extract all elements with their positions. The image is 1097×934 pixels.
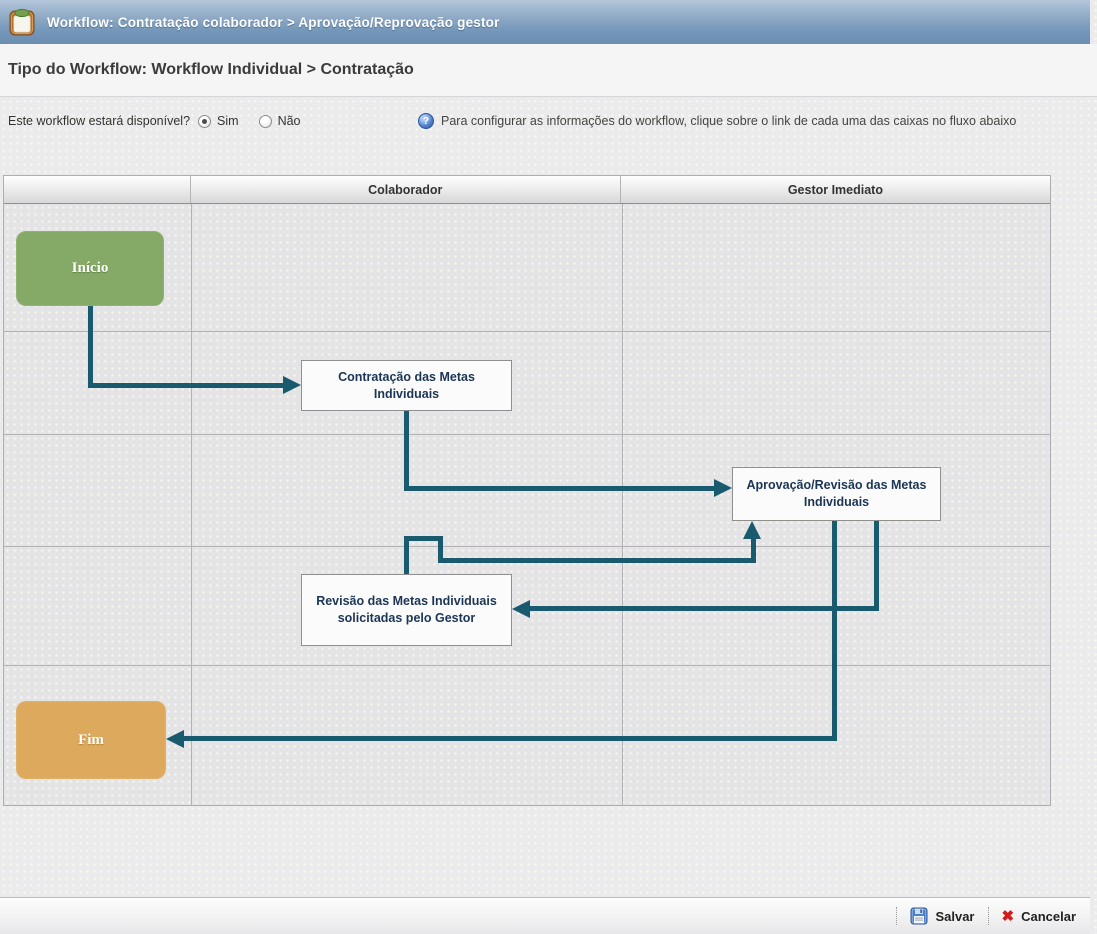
arrowhead-up xyxy=(743,521,761,539)
toolbar-separator xyxy=(896,907,898,925)
grid-row-line xyxy=(4,434,1050,435)
arrowhead-right xyxy=(283,376,301,394)
line-segment xyxy=(404,536,443,541)
help-icon: ? xyxy=(418,113,434,129)
line-segment xyxy=(438,558,756,563)
page-title: Workflow: Contratação colaborador > Apro… xyxy=(47,14,500,30)
grid-col-line xyxy=(622,204,623,805)
availability-question: Este workflow estará disponível? xyxy=(8,114,191,128)
toolbar-separator xyxy=(987,907,989,925)
availability-radio-group: Sim Não xyxy=(198,114,314,128)
grid-row-line xyxy=(4,665,1050,666)
node-revisao[interactable]: Revisão das Metas Individuais solicitada… xyxy=(301,574,512,646)
arrowhead-right xyxy=(714,479,732,497)
line-segment xyxy=(404,486,714,491)
help-block: ? Para configurar as informações do work… xyxy=(418,113,1016,129)
save-button[interactable]: Salvar xyxy=(910,907,975,925)
lane-header-gestor: Gestor Imediato xyxy=(620,176,1050,203)
grid-row-line xyxy=(4,331,1050,332)
node-aprovacao[interactable]: Aprovação/Revisão das Metas Individuais xyxy=(732,467,941,521)
arrowhead-left xyxy=(166,730,184,748)
cancel-x-icon: ✖ xyxy=(1001,907,1015,925)
save-label[interactable]: Salvar xyxy=(935,908,975,924)
line-segment xyxy=(88,306,93,388)
cancel-label[interactable]: Cancelar xyxy=(1021,908,1076,924)
node-fim: Fim xyxy=(16,701,166,779)
line-segment xyxy=(832,521,837,741)
options-row: Este workflow estará disponível? Sim Não… xyxy=(0,97,1097,145)
radio-yes[interactable] xyxy=(198,114,212,128)
workflow-grid: Colaborador Gestor Imediato xyxy=(3,175,1051,806)
radio-yes-label[interactable]: Sim xyxy=(217,114,239,128)
cancel-button[interactable]: ✖ Cancelar xyxy=(1002,909,1077,924)
node-contratacao-label[interactable]: Contratação das Metas Individuais xyxy=(338,369,475,401)
workflow-type-bar: Tipo do Workflow: Workflow Individual > … xyxy=(0,44,1097,97)
line-segment xyxy=(874,521,879,611)
node-contratacao[interactable]: Contratação das Metas Individuais xyxy=(301,360,512,411)
node-inicio: Início xyxy=(16,231,164,306)
node-fim-label: Fim xyxy=(78,731,104,748)
help-text: Para configurar as informações do workfl… xyxy=(441,114,1017,128)
bottom-toolbar: Salvar ✖ Cancelar xyxy=(0,897,1090,934)
lane-header-colaborador: Colaborador xyxy=(190,176,621,203)
node-revisao-label[interactable]: Revisão das Metas Individuais solicitada… xyxy=(316,594,497,625)
node-aprovacao-label[interactable]: Aprovação/Revisão das Metas Individuais xyxy=(746,478,927,509)
line-segment xyxy=(88,383,283,388)
radio-no[interactable] xyxy=(258,114,272,128)
clipboard-icon xyxy=(7,7,37,38)
arrowhead-left xyxy=(512,600,530,618)
radio-no-label[interactable]: Não xyxy=(277,114,301,128)
page-header: Workflow: Contratação colaborador > Apro… xyxy=(0,0,1090,44)
grid-row-line xyxy=(4,546,1050,547)
line-segment xyxy=(751,537,756,563)
workflow-type-title: Tipo do Workflow: Workflow Individual > … xyxy=(8,61,414,78)
line-segment xyxy=(438,536,443,563)
node-inicio-label: Início xyxy=(71,260,109,276)
swimlane-header: Colaborador Gestor Imediato xyxy=(4,176,1050,204)
line-segment xyxy=(404,536,409,574)
save-icon xyxy=(910,907,928,925)
line-segment xyxy=(404,411,409,491)
line-segment xyxy=(184,736,837,741)
line-segment xyxy=(530,606,879,611)
lane-header-empty xyxy=(4,176,191,203)
grid-col-line xyxy=(191,204,192,805)
